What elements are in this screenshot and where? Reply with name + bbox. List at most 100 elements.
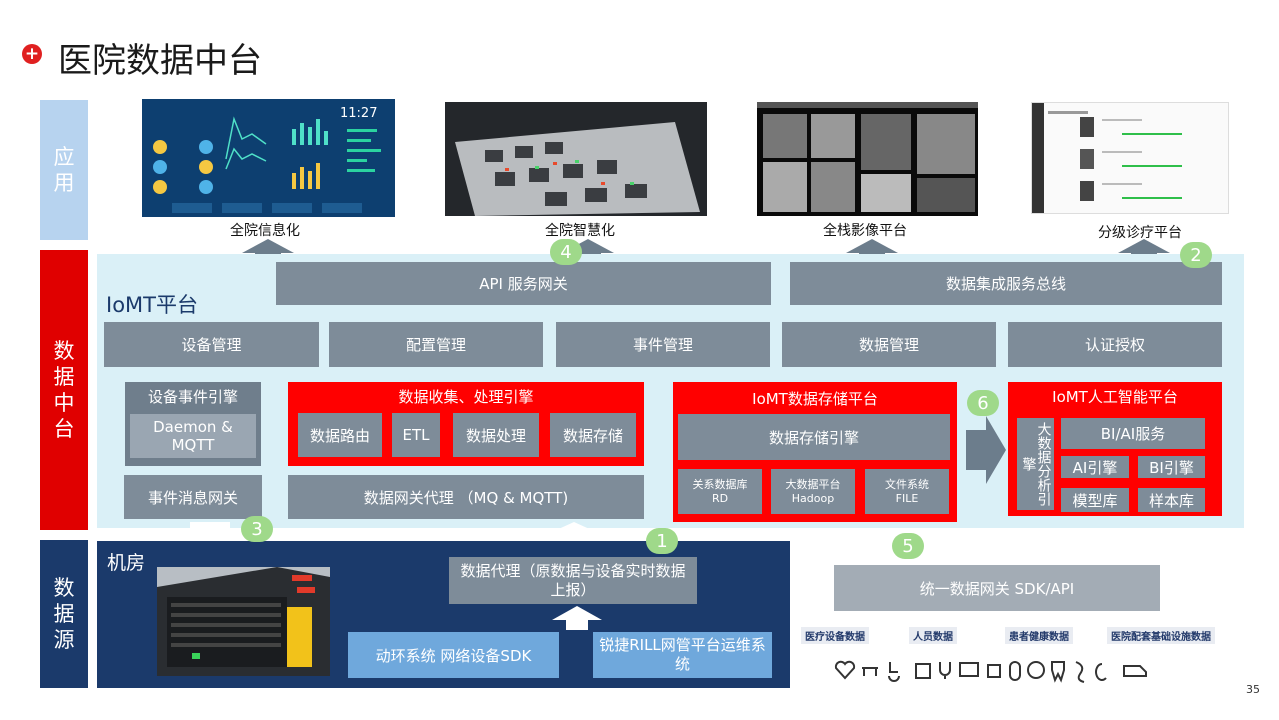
arrow-up-icon [1118, 239, 1170, 253]
side-char: 据 [53, 602, 75, 626]
sdk-ruijie: 锐捷RILL网管平台运维系统 [593, 632, 772, 678]
step-circle-4: 4 [550, 239, 582, 265]
brain-icon [1027, 661, 1045, 679]
pill-icon [1009, 661, 1021, 681]
dashboard-screenshot: 11:27 [142, 99, 395, 217]
step-circle-1: 1 [646, 528, 678, 554]
storage-file-sub: FILE [895, 491, 919, 505]
side-char: 源 [53, 628, 75, 652]
daemon-mqtt: Daemon & MQTT [130, 414, 256, 458]
chip-icon [987, 664, 1001, 678]
referral-screenshot [1031, 102, 1229, 214]
event-message-gateway: 事件消息网关 [124, 475, 262, 519]
api-gateway: API 服务网关 [276, 262, 771, 305]
side-label-middle: 数 据 中 台 [40, 250, 88, 530]
tag-patient-health-data: 患者健康数据 [1005, 627, 1073, 644]
storage-hadoop-sub: Hadoop [791, 491, 835, 505]
storage-file: 文件系统 FILE [865, 469, 949, 514]
side-char: 中 [53, 391, 75, 415]
bi-ai-service: BI/AI服务 [1061, 418, 1205, 449]
dashboard-clock: 11:27 [340, 106, 377, 121]
ambulance-icon [1123, 665, 1147, 677]
imaging-screenshot [757, 102, 978, 216]
iomt-platform-title: IoMT平台 [106, 293, 198, 317]
collect-item-processing: 数据处理 [453, 413, 539, 457]
kidney-icon [1095, 663, 1107, 681]
model-library: 模型库 [1061, 488, 1129, 512]
storage-hadoop: 大数据平台 Hadoop [771, 469, 855, 514]
machine-room-label: 机房 [107, 552, 146, 574]
dashboard-graphic: 11:27 [142, 99, 395, 217]
stomach-icon [1075, 661, 1085, 683]
storage-rd-sub: RD [711, 491, 729, 505]
unified-data-gateway: 统一数据网关 SDK/API [834, 565, 1160, 611]
ai-engine: AI引擎 [1061, 456, 1129, 478]
storage-hadoop-name: 大数据平台 [785, 477, 841, 491]
app-label: 分级诊疗平台 [1098, 225, 1182, 241]
gap-marker [190, 522, 230, 528]
bigdata-analysis-engine: 大数据分析引擎 [1017, 418, 1054, 510]
bi-engine: BI引擎 [1138, 456, 1205, 478]
monitor-icon [959, 662, 979, 677]
mgmt-data: 数据管理 [782, 322, 996, 367]
side-label-source: 数 据 源 [40, 540, 88, 688]
storage-rd: 关系数据库 RD [678, 469, 762, 514]
data-collect-engine-title: 数据收集、处理引擎 [398, 387, 534, 406]
xray-graphic [757, 102, 978, 216]
heart-pulse-icon [834, 660, 856, 680]
storage-file-name: 文件系统 [885, 477, 929, 491]
app-label: 全栈影像平台 [823, 223, 907, 239]
side-char: 数 [53, 339, 75, 363]
step-circle-5: 5 [892, 533, 924, 559]
page-title: 医院数据中台 [58, 41, 262, 81]
step-circle-2: 2 [1180, 242, 1212, 268]
page-number: 35 [1246, 683, 1260, 696]
referral-graphic [1032, 103, 1228, 213]
arrow-up-icon [242, 239, 294, 253]
collect-item-etl: ETL [392, 413, 440, 457]
bigdata-analysis-label: 大数据分析引擎 [1020, 422, 1052, 506]
smart-hospital-screenshot [445, 102, 707, 216]
tag-personnel-data: 人员数据 [909, 627, 957, 644]
side-char: 用 [53, 171, 75, 195]
tag-infrastructure-data: 医院配套基础设施数据 [1107, 627, 1215, 644]
medical-icons-row [834, 660, 1147, 683]
data-gateway-proxy: 数据网关代理 （MQ & MQTT) [288, 475, 644, 519]
collect-item-routing: 数据路由 [298, 413, 382, 457]
step-circle-6: 6 [967, 390, 999, 416]
arrow-up-icon [846, 239, 898, 253]
data-integration-bus: 数据集成服务总线 [790, 262, 1222, 305]
storage-engine: 数据存储引擎 [678, 414, 950, 460]
sdk-power-network: 动环系统 网络设备SDK [348, 632, 559, 678]
collect-item-storage: 数据存储 [550, 413, 636, 457]
mgmt-auth: 认证授权 [1008, 322, 1222, 367]
side-char: 应 [53, 145, 75, 169]
iomt-storage-title: IoMT数据存储平台 [752, 389, 878, 408]
tooth-icon [1051, 661, 1065, 683]
step-circle-3: 3 [241, 516, 273, 542]
3d-room-graphic [445, 102, 707, 216]
tag-medical-device-data: 医疗设备数据 [801, 627, 869, 644]
arrow-right-icon [966, 416, 1006, 484]
data-proxy: 数据代理（原数据与设备实时数据上报） [449, 557, 697, 604]
app-label: 全院信息化 [230, 223, 300, 239]
medical-kit-icon [915, 663, 931, 679]
app-label: 全院智慧化 [545, 223, 615, 239]
side-char: 据 [53, 365, 75, 389]
server-rack-image [157, 567, 330, 676]
side-char: 台 [53, 417, 75, 441]
device-event-engine-title: 设备事件引擎 [147, 387, 238, 406]
mgmt-config: 配置管理 [329, 322, 543, 367]
iomt-ai-title: IoMT人工智能平台 [1052, 387, 1178, 406]
mgmt-device: 设备管理 [104, 322, 319, 367]
sample-library: 样本库 [1138, 488, 1205, 512]
arrow-up-small-icon [552, 522, 596, 532]
stretcher-icon [862, 667, 878, 676]
plus-icon: + [22, 44, 42, 64]
mgmt-event: 事件管理 [556, 322, 770, 367]
arrow-up-white-icon [552, 606, 602, 630]
storage-rd-name: 关系数据库 [692, 477, 748, 491]
wheelchair-icon [888, 662, 900, 682]
side-label-app: 应 用 [40, 100, 88, 240]
stethoscope-icon [939, 662, 951, 679]
